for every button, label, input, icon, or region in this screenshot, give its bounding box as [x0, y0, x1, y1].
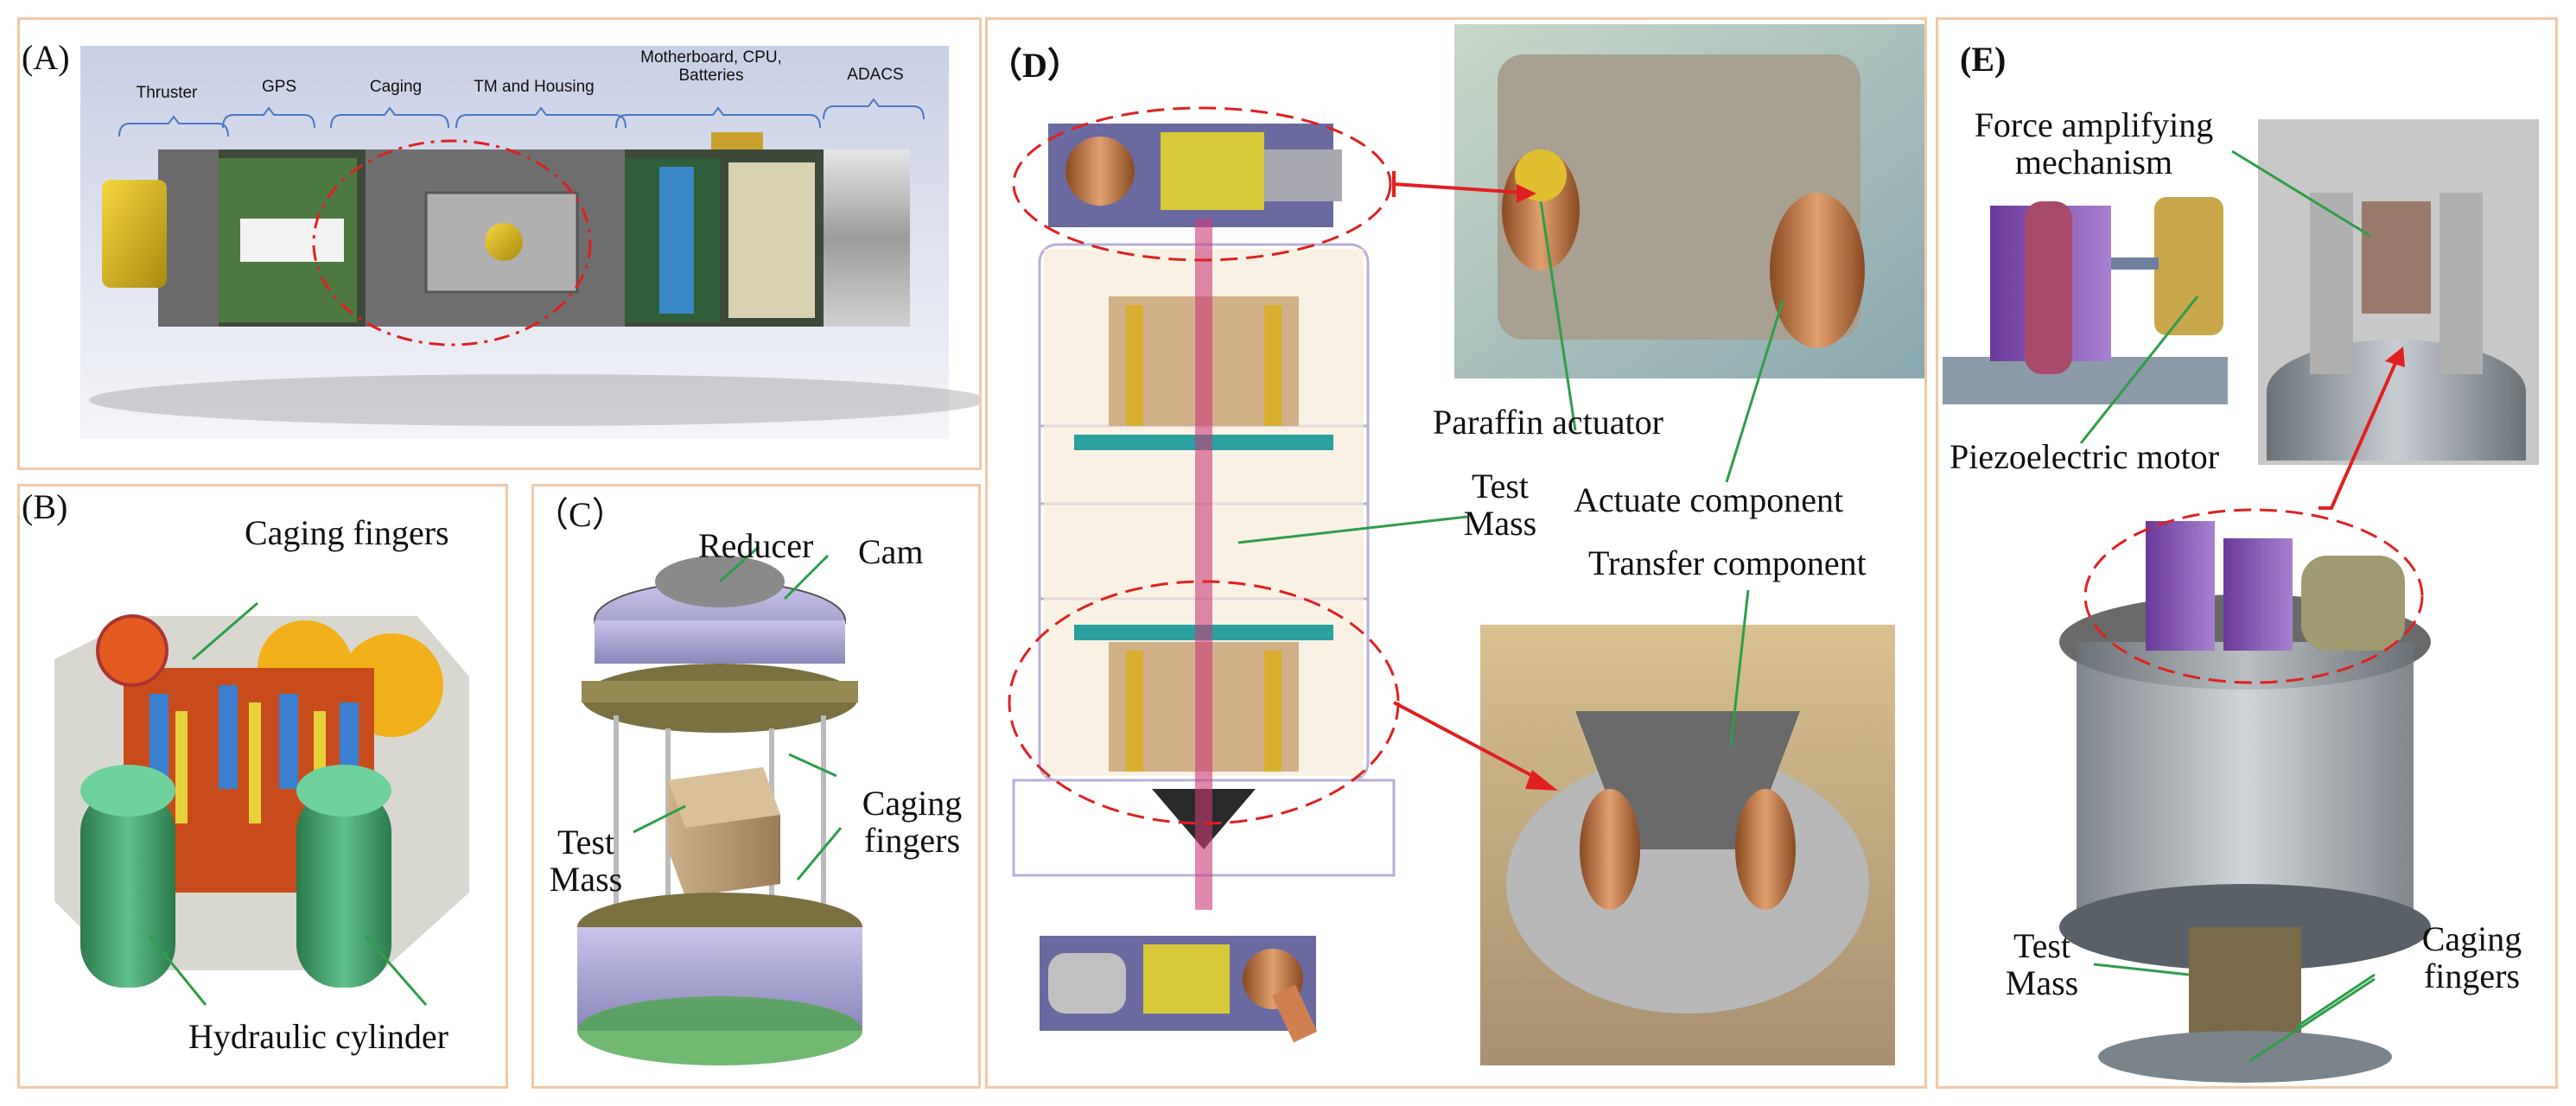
label-force-amplifying: Force amplifying mechanism — [1974, 105, 2214, 182]
label-test-mass-c: Test Mass — [549, 823, 623, 899]
panel-d-label: （D） — [988, 46, 1082, 85]
header-gps: GPS — [261, 78, 297, 96]
label-test-mass-e: Test Mass — [2005, 926, 2079, 1003]
label-hydraulic-cylinder: Hydraulic cylinder — [188, 1017, 448, 1056]
label-caging-fingers-e: Caging fingers — [2421, 919, 2522, 996]
panel-d: （D） Paraffin actuator Test Mass Actuate … — [985, 17, 1927, 1089]
header-caging: Caging — [369, 78, 423, 96]
label-test-mass-d: Test Mass — [1463, 467, 1537, 543]
label-caging-fingers-c: Caging fingers — [862, 784, 963, 861]
panel-a-label: (A) — [22, 38, 70, 77]
label-reducer: Reducer — [698, 526, 814, 565]
actuator-highlight-ellipse — [1012, 106, 1392, 262]
panel-a-illustration — [80, 46, 979, 439]
panel-b-illustration — [54, 601, 469, 1006]
panel-d-illustration — [1008, 24, 1924, 1065]
panel-c-illustration — [577, 545, 862, 1065]
transfer-highlight-ellipse — [1008, 580, 1400, 825]
header-motherboard: Motherboard, CPU, Batteries — [640, 48, 782, 85]
label-transfer-component: Transfer component — [1588, 543, 1867, 582]
header-tm-housing: TM and Housing — [474, 78, 595, 96]
piezo-highlight-ellipse — [2083, 508, 2424, 684]
header-thruster: Thruster — [136, 84, 198, 102]
label-caging-fingers-b: Caging fingers — [245, 513, 449, 552]
caging-highlight-ellipse — [312, 139, 592, 346]
panel-e: (E) Force amplifying mechanism Piezoelec… — [1936, 17, 2558, 1089]
panel-c-label: （C） — [534, 495, 627, 534]
label-paraffin-actuator: Paraffin actuator — [1433, 403, 1663, 442]
label-actuate-component: Actuate component — [1574, 480, 1844, 519]
panel-c: （C） Reducer Cam Test Mass Caging fingers — [531, 484, 981, 1089]
panel-a-overlay — [118, 98, 925, 346]
panel-e-label: (E) — [1960, 40, 2007, 79]
panel-b: (B) Caging fingers Hydraulic cylinder — [17, 484, 508, 1089]
label-piezoelectric-motor: Piezoelectric motor — [1949, 437, 2220, 476]
label-cam: Cam — [858, 532, 924, 571]
header-adacs: ADACS — [847, 66, 904, 84]
panel-b-label: (B) — [22, 487, 68, 526]
panel-a: (A) Thruster GPS Caging TM and Housing M… — [17, 17, 982, 470]
panel-e-illustration — [1943, 119, 2539, 1083]
